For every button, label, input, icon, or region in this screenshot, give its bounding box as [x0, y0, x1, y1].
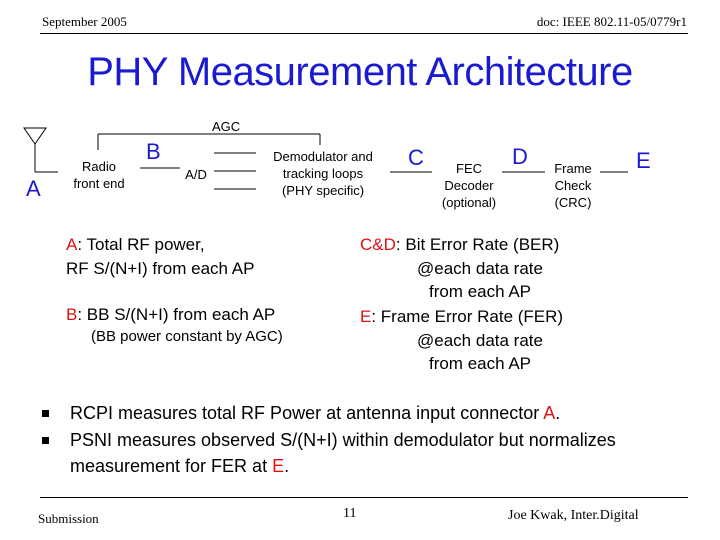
desc-a-line1: A: Total RF power, [66, 233, 205, 257]
frame-check-block: Frame Check (CRC) [545, 160, 601, 211]
fec-block-line: (optional) [441, 195, 497, 210]
desc-cd-line3: from each AP [428, 282, 532, 301]
desc-cd-line2: @each data rate [417, 259, 543, 278]
header-rule [40, 33, 688, 34]
point-b-label: B [146, 139, 161, 164]
bullet-psni-text: PSNI measures observed S/(N+I) within de… [70, 430, 616, 476]
desc-e-text: : Frame Error Rate (FER) [371, 307, 564, 326]
crc-block-line: Frame [554, 161, 592, 176]
ad-converter-block: A/D [185, 167, 207, 182]
bullet-rcpi: RCPI measures total RF Power at antenna … [70, 400, 700, 426]
point-d-label: D [512, 144, 528, 169]
fec-block-line: FEC [456, 161, 482, 176]
desc-e-line3: from each AP [428, 354, 532, 373]
desc-cd-line1: C&D: Bit Error Rate (BER) [360, 233, 559, 257]
footer-submission: Submission [38, 511, 99, 526]
bullet-psni: PSNI measures observed S/(N+I) within de… [70, 427, 695, 479]
bullet-marker [42, 437, 49, 444]
footer-author: Joe Kwak, Inter.Digital [508, 508, 639, 523]
antenna-icon [23, 127, 47, 145]
point-e-label: E [636, 148, 651, 173]
header-doc-id: doc: IEEE 802.11-05/0779r1 [536, 14, 687, 29]
radio-block-line: Radio [82, 159, 116, 174]
radio-block-line: front end [73, 176, 125, 191]
slide-title: PHY Measurement Architecture [87, 50, 633, 94]
agc-label: AGC [212, 119, 241, 134]
desc-b-line1: B: BB S/(N+I) from each AP [66, 303, 275, 327]
desc-a-marker: A [66, 235, 78, 254]
fec-block-line: Decoder [444, 178, 494, 193]
desc-b-text: : BB S/(N+I) from each AP [77, 305, 276, 324]
bullet-rcpi-marker: A [543, 403, 556, 423]
desc-e-line1: E: Frame Error Rate (FER) [360, 305, 563, 329]
desc-e-marker: E [360, 307, 372, 326]
bullet-psni-end: . [284, 456, 290, 476]
header-date: September 2005 [42, 14, 127, 29]
demodulator-block: Demodulator and tracking loops (PHY spec… [256, 148, 390, 199]
desc-b-marker: B [66, 305, 78, 324]
point-a-label: A [26, 176, 41, 201]
demod-block-line: (PHY specific) [281, 183, 365, 198]
crc-block-line: Check [554, 178, 592, 193]
fec-decoder-block: FEC Decoder (optional) [432, 160, 506, 211]
bullet-psni-marker: E [272, 456, 285, 476]
desc-cd-text: : Bit Error Rate (BER) [395, 235, 560, 254]
desc-e-line2: @each data rate [417, 331, 543, 350]
crc-block-line: (CRC) [554, 195, 592, 210]
bullet-marker [42, 410, 49, 417]
desc-cd-marker: C&D [360, 235, 396, 254]
demod-block-line: Demodulator and [273, 149, 373, 164]
desc-a-text: : Total RF power, [77, 235, 205, 254]
bullet-rcpi-end: . [555, 403, 561, 423]
point-c-label: C [408, 145, 424, 170]
footer-rule [40, 497, 688, 498]
desc-a-line2: RF S/(N+I) from each AP [66, 259, 255, 278]
radio-front-end-block: Radio front end [58, 158, 140, 192]
desc-b-line2: (BB power constant by AGC) [91, 328, 283, 345]
footer-page-number: 11 [343, 506, 357, 521]
demod-block-line: tracking loops [282, 166, 364, 181]
bullet-rcpi-text: RCPI measures total RF Power at antenna … [70, 403, 544, 423]
